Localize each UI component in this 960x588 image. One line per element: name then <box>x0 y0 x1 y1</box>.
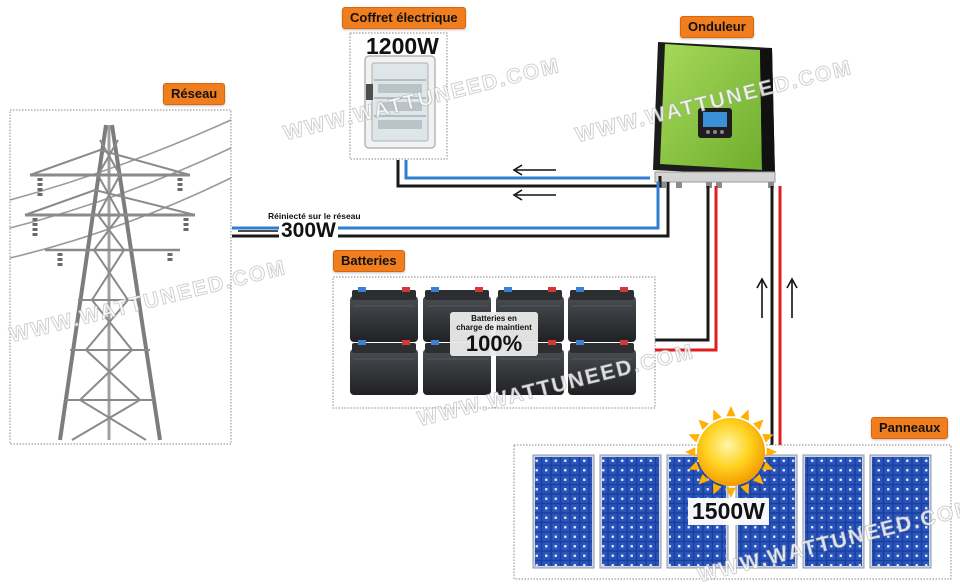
sun-ray <box>698 419 710 431</box>
sun-ray <box>698 473 710 485</box>
battery-icon <box>350 287 418 342</box>
flow-arrows <box>238 164 798 318</box>
coffret-power: 1200W <box>366 33 439 59</box>
grid-box <box>9 109 232 445</box>
sun-ray <box>685 447 696 457</box>
battery-status-panel: Batteries en charge de maintient 100% <box>450 312 538 356</box>
panneaux-label: Panneaux <box>871 417 949 439</box>
sun-icon <box>685 406 777 498</box>
batteries-label: Batteries <box>333 250 405 272</box>
reseau-label: Réseau <box>163 83 226 105</box>
onduleur-label: Onduleur <box>680 16 754 38</box>
coffret-label: Coffret électrique <box>342 7 466 29</box>
battery-icon <box>568 287 636 342</box>
breaker-box-illustration <box>364 55 436 149</box>
sun-ray <box>762 461 774 470</box>
sun-ray <box>752 419 764 431</box>
solar-panel <box>869 454 932 569</box>
sun-ray <box>740 409 749 421</box>
battery-icon <box>350 340 418 395</box>
sun-ray <box>762 434 774 443</box>
grid-power: 300W <box>279 219 338 243</box>
sun-ray <box>688 461 700 470</box>
battery-note-line2: charge de maintient <box>456 323 532 332</box>
sun-ray <box>713 483 722 495</box>
sun-ray <box>726 406 736 417</box>
pylon-illustration <box>9 119 232 441</box>
battery-icon <box>568 340 636 395</box>
sun-ray <box>713 409 722 421</box>
battery-level: 100% <box>465 331 523 356</box>
sun-ray <box>740 483 749 495</box>
battery-note-line1: Batteries en <box>471 314 517 323</box>
sun-ray <box>688 434 700 443</box>
solar-panel <box>532 454 595 569</box>
solar-panel <box>802 454 865 569</box>
wiring <box>232 160 782 445</box>
sun-ray <box>766 447 777 457</box>
grid-note: Réinjecté sur le réseau <box>268 211 361 221</box>
solar-panel <box>599 454 662 569</box>
sun-ray <box>752 473 764 485</box>
inverter-illustration <box>653 42 776 188</box>
panel-power: 1500W <box>688 498 769 525</box>
sun-ray <box>726 487 736 498</box>
